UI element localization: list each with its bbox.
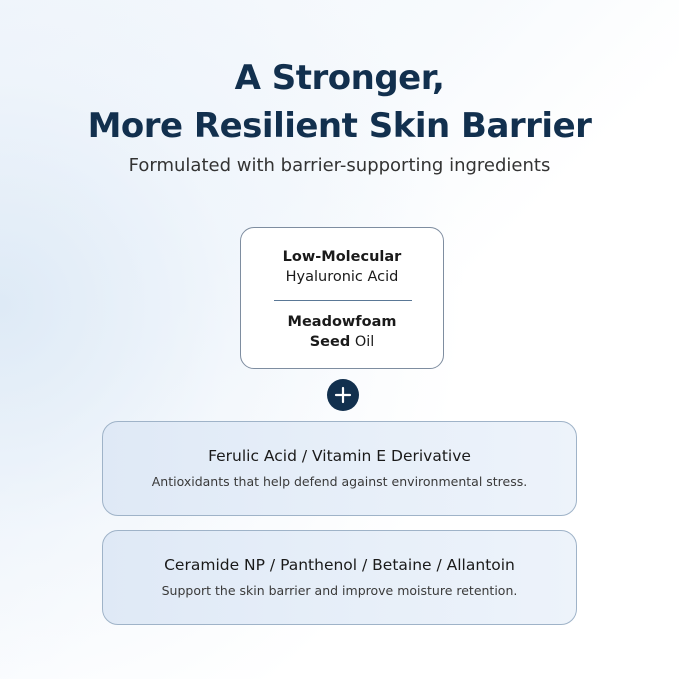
ingredient-card-barrier-support: Ceramide NP / Panthenol / Betaine / Alla…	[102, 530, 577, 625]
card-title: Ferulic Acid / Vitamin E Derivative	[208, 447, 471, 465]
ingredient-card-antioxidants: Ferulic Acid / Vitamin E Derivative Anti…	[102, 421, 577, 516]
ingredient-meadowfoam-bold-line1: Meadowfoam	[287, 314, 397, 330]
ingredient-hyaluronic-acid: Low-Molecular Hyaluronic Acid	[241, 247, 443, 287]
key-ingredients-box: Low-Molecular Hyaluronic Acid Meadowfoam…	[240, 227, 444, 369]
plus-icon-svg	[334, 386, 352, 404]
card-title: Ceramide NP / Panthenol / Betaine / Alla…	[164, 556, 515, 574]
card-description: Support the skin barrier and improve moi…	[161, 583, 518, 598]
headline-line-2: More Resilient Skin Barrier	[87, 106, 592, 146]
ingredient-meadowfoam-regular: Oil	[354, 334, 375, 350]
headline-line-1: A Stronger,	[234, 58, 445, 98]
ingredient-meadowfoam-bold-line2: Seed	[309, 334, 351, 350]
ingredient-divider	[274, 300, 412, 301]
card-description: Antioxidants that help defend against en…	[151, 474, 528, 489]
ingredient-meadowfoam-oil: Meadowfoam Seed Oil	[241, 312, 443, 352]
plus-icon	[327, 379, 359, 411]
subtitle: Formulated with barrier-supporting ingre…	[128, 155, 551, 176]
ingredient-hyaluronic-acid-regular: Hyaluronic Acid	[285, 269, 399, 285]
ingredient-hyaluronic-acid-bold: Low-Molecular	[282, 249, 402, 265]
